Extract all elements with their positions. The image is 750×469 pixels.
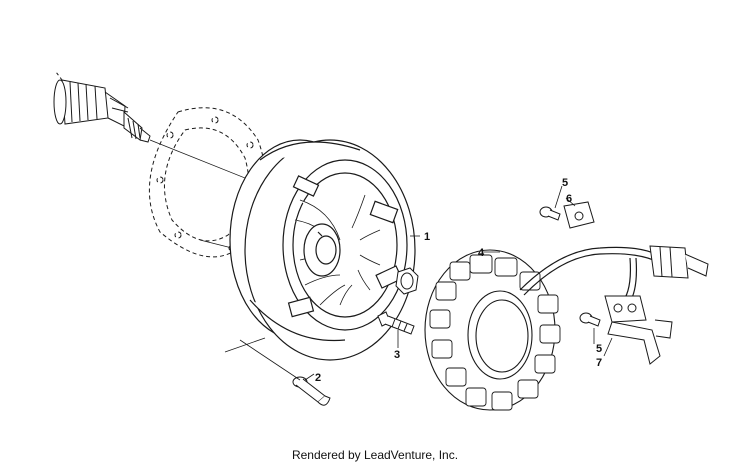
callout-6: 6	[566, 193, 572, 205]
footer-credit: Rendered by LeadVenture, Inc.	[291, 448, 459, 462]
flywheel-nut	[395, 267, 419, 295]
bracket-6	[563, 201, 595, 229]
bolt-3	[377, 311, 415, 335]
flywheel	[229, 139, 416, 361]
callout-7: 7	[596, 357, 602, 369]
callout-4: 4	[478, 247, 485, 259]
bolt-2	[292, 376, 331, 406]
stator	[424, 249, 561, 411]
crankshaft	[53, 71, 151, 143]
callout-labels: 1 4 5 6 3 2 5 7	[315, 177, 602, 384]
callout-2: 2	[315, 372, 321, 384]
callout-5-lower: 5	[596, 343, 602, 355]
wire-connector	[649, 245, 709, 279]
screw-5-lower	[579, 312, 601, 327]
callout-leaders	[224, 185, 613, 381]
callout-1: 1	[424, 231, 430, 243]
pulse-sensor	[604, 295, 673, 365]
callout-5-upper: 5	[562, 177, 568, 189]
screw-5-upper	[539, 206, 561, 221]
callout-3: 3	[394, 349, 400, 361]
